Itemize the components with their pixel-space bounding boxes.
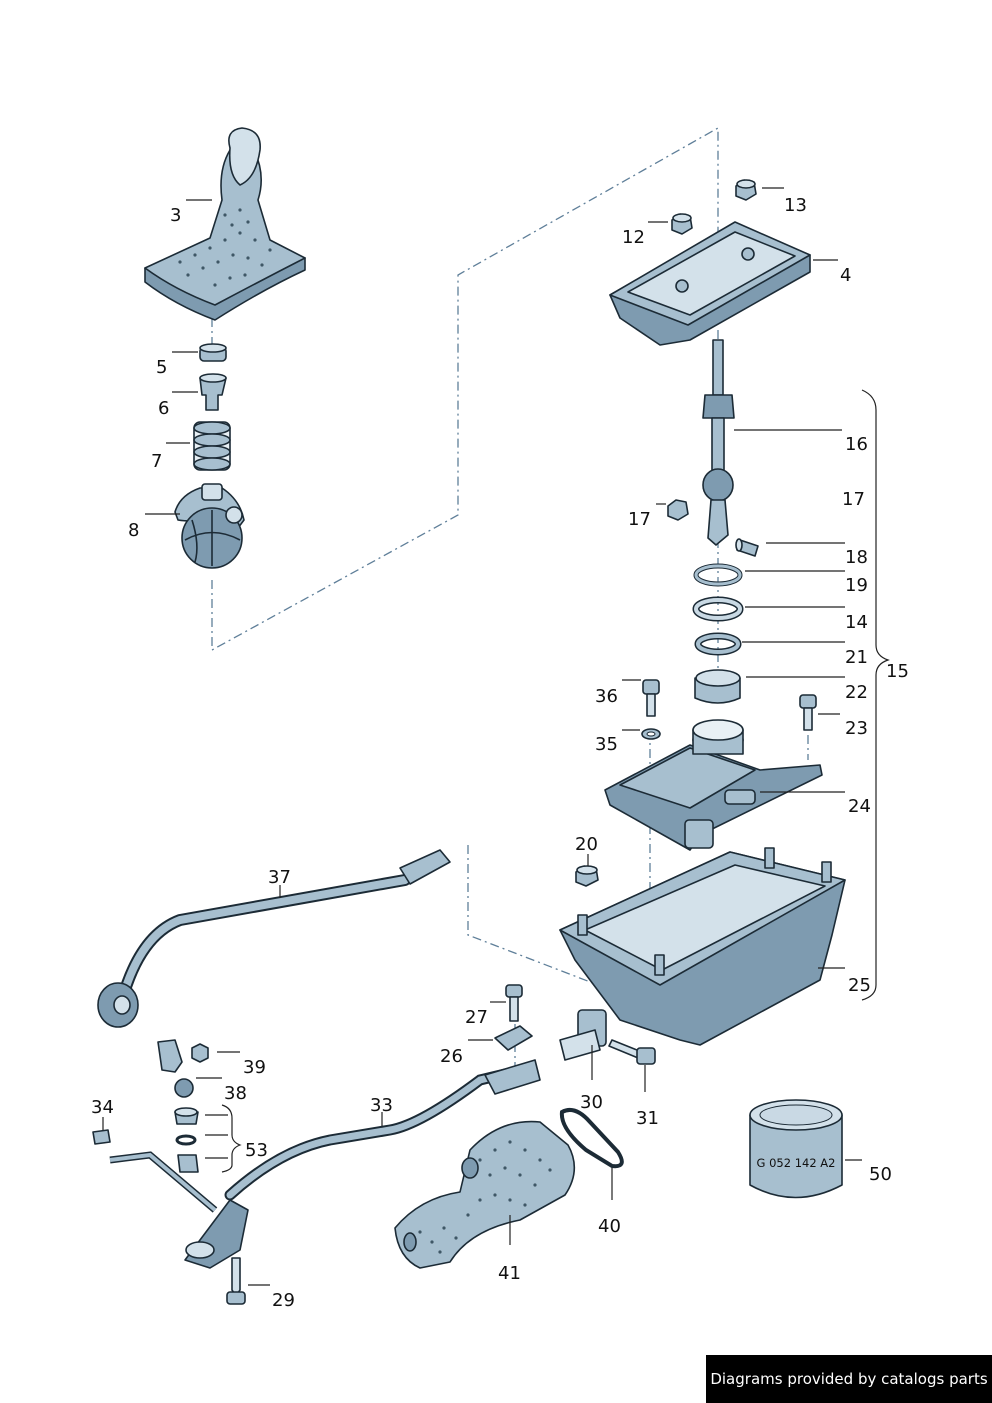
label-24: 24 bbox=[848, 796, 871, 817]
bolt-23 bbox=[799, 694, 817, 731]
label-33: 33 bbox=[370, 1095, 393, 1116]
bolt-31 bbox=[608, 1039, 656, 1065]
label-35: 35 bbox=[595, 734, 618, 755]
label-13: 13 bbox=[784, 195, 807, 216]
spring-7 bbox=[193, 421, 231, 471]
credit-banner: Diagrams provided by catalogs parts bbox=[706, 1355, 992, 1403]
ring-5 bbox=[199, 343, 227, 362]
label-34: 34 bbox=[91, 1097, 114, 1118]
leader-lines bbox=[102, 187, 862, 1286]
cover-plate-4 bbox=[609, 221, 811, 346]
label-22: 22 bbox=[845, 682, 868, 703]
selector-rod-37 bbox=[97, 849, 451, 1028]
ring-14 bbox=[692, 596, 744, 622]
joint-30 bbox=[559, 1009, 607, 1061]
nut-17 bbox=[667, 499, 689, 521]
bush-6 bbox=[199, 373, 227, 411]
label-16: 16 bbox=[845, 434, 868, 455]
label-20: 20 bbox=[575, 834, 598, 855]
label-4: 4 bbox=[840, 265, 851, 286]
nut-39 bbox=[191, 1043, 209, 1063]
kit-53 bbox=[174, 1107, 199, 1173]
label-29: 29 bbox=[272, 1290, 295, 1311]
label-50: 50 bbox=[869, 1164, 892, 1185]
bearing-shell-22 bbox=[694, 669, 741, 704]
bellows-41 bbox=[394, 1120, 576, 1269]
bolt-34 bbox=[92, 1129, 218, 1213]
bracket-53 bbox=[221, 1104, 242, 1173]
label-18: 18 bbox=[845, 547, 868, 568]
label-41: 41 bbox=[498, 1263, 521, 1284]
ring-21 bbox=[694, 632, 742, 656]
label-38: 38 bbox=[224, 1083, 247, 1104]
label-23: 23 bbox=[845, 718, 868, 739]
clamp-26 bbox=[494, 1025, 533, 1051]
nut-13 bbox=[735, 179, 757, 201]
label-17-left: 17 bbox=[628, 509, 651, 530]
label-17-right: 17 bbox=[842, 489, 865, 510]
label-3: 3 bbox=[170, 205, 181, 226]
bracket-38 bbox=[157, 1039, 194, 1098]
pin-18 bbox=[735, 538, 759, 557]
label-19: 19 bbox=[845, 575, 868, 596]
label-14: 14 bbox=[845, 612, 868, 633]
label-30: 30 bbox=[580, 1092, 603, 1113]
shift-lever-16 bbox=[702, 339, 735, 546]
lever-bracket-24 bbox=[604, 719, 823, 851]
label-6: 6 bbox=[158, 398, 169, 419]
label-31: 31 bbox=[636, 1108, 659, 1129]
bracket-15 bbox=[861, 389, 890, 1001]
circlip-19 bbox=[693, 563, 743, 587]
shift-rod-33 bbox=[184, 1059, 541, 1269]
label-26: 26 bbox=[440, 1046, 463, 1067]
label-12: 12 bbox=[622, 227, 645, 248]
nut-12 bbox=[671, 213, 693, 235]
label-27: 27 bbox=[465, 1007, 488, 1028]
label-7: 7 bbox=[151, 451, 162, 472]
callout-numbers: 3 4 5 6 7 8 12 13 16 17 17 18 19 14 21 1… bbox=[91, 195, 909, 1311]
nut-20 bbox=[575, 865, 599, 887]
label-37: 37 bbox=[268, 867, 291, 888]
washer-35 bbox=[641, 728, 661, 740]
can-label: G 052 142 A2 bbox=[757, 1156, 836, 1170]
label-40: 40 bbox=[598, 1216, 621, 1237]
label-21: 21 bbox=[845, 647, 868, 668]
grease-can-50: G 052 142 A2 bbox=[749, 1099, 843, 1199]
screw-29 bbox=[226, 1257, 246, 1305]
label-53: 53 bbox=[245, 1140, 268, 1161]
label-8: 8 bbox=[128, 520, 139, 541]
bolt-27 bbox=[505, 984, 523, 1022]
gear-knob-boot bbox=[144, 127, 306, 321]
housing-25 bbox=[559, 847, 846, 1046]
bolt-36 bbox=[642, 679, 660, 717]
label-39: 39 bbox=[243, 1057, 266, 1078]
label-25: 25 bbox=[848, 975, 871, 996]
ball-socket-8 bbox=[174, 483, 245, 569]
o-ring-40 bbox=[559, 1108, 624, 1169]
label-5: 5 bbox=[156, 357, 167, 378]
label-36: 36 bbox=[595, 686, 618, 707]
label-15: 15 bbox=[886, 661, 909, 682]
